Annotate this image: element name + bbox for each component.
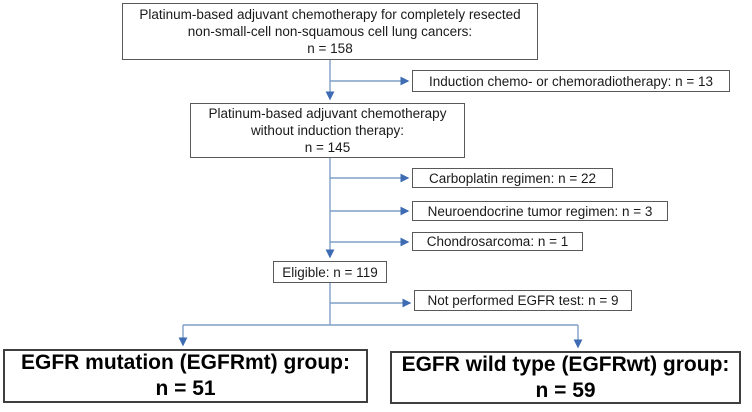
box-text-line: Eligible: n = 119 [282,264,378,280]
box-text-line: Carboplatin regimen: n = 22 [429,170,596,186]
box-initial-cohort: Platinum-based adjuvant chemotherapy for… [122,3,538,60]
box-text-line: EGFR wild type (EGFRwt) group: [401,352,730,376]
box-excluded-chondrosarcoma: Chondrosarcoma: n = 1 [412,232,583,251]
box-excluded-no-egfr-test: Not performed EGFR test: n = 9 [414,290,632,311]
box-text-line: Neuroendocrine tumor regimen: n = 3 [427,203,653,219]
box-text-line: Not performed EGFR test: n = 9 [427,293,619,308]
box-egfr-mutation-group: EGFR mutation (EGFRmt) group: n = 51 [3,349,368,403]
box-egfr-wildtype-group: EGFR wild type (EGFRwt) group: n = 59 [390,351,741,404]
box-excluded-carboplatin: Carboplatin regimen: n = 22 [412,168,613,188]
box-text-line: n = 145 [304,140,351,155]
box-text-line: n = 158 [307,41,353,56]
box-text-line: non-small-cell non-squamous cell lung ca… [187,24,473,39]
box-text-line: Induction chemo- or chemoradiotherapy: n… [428,73,714,89]
box-text-line: n = 51 [155,377,216,400]
box-text-line: without induction therapy: [250,123,405,138]
box-text-line: Chondrosarcoma: n = 1 [426,234,569,249]
box-excluded-neuroendocrine: Neuroendocrine tumor regimen: n = 3 [412,201,668,221]
box-no-induction-cohort: Platinum-based adjuvant chemotherapy wit… [190,103,465,158]
box-text-line: EGFR mutation (EGFRmt) group: [21,351,350,375]
box-text-line: Platinum-based adjuvant chemotherapy [208,106,447,121]
box-text-line: n = 59 [535,378,596,402]
box-excluded-induction: Induction chemo- or chemoradiotherapy: n… [412,70,730,92]
box-text-line: Platinum-based adjuvant chemotherapy for… [139,7,521,22]
box-eligible: Eligible: n = 119 [273,261,387,283]
